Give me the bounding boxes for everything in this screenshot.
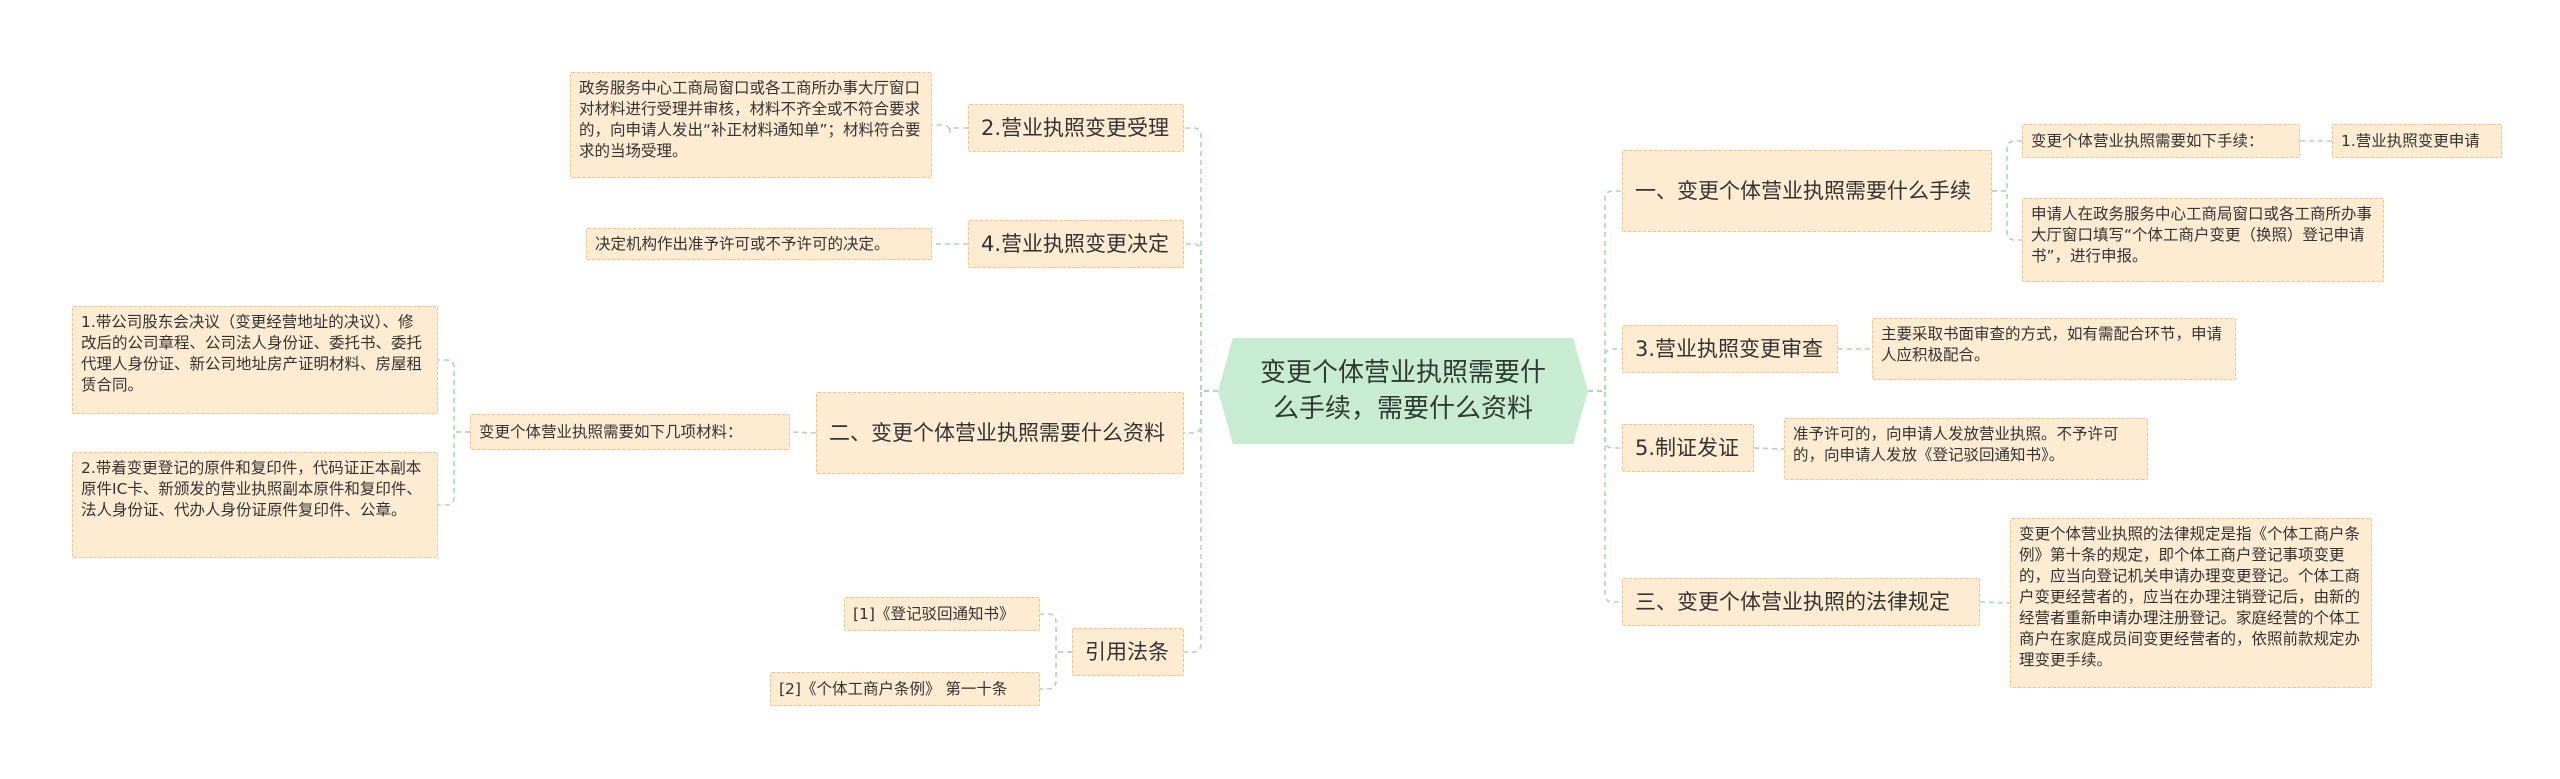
- link-issue-0: [1753, 447, 1785, 450]
- materials-intro: 变更个体营业执照需要如下几项材料：: [470, 414, 790, 450]
- link-root-left-1: [1184, 243, 1218, 392]
- link-materials-items-0: [438, 359, 470, 433]
- decide-detail-text: 决定机构作出准予许可或不予许可的决定。: [595, 235, 890, 253]
- root-title: 变更个体营业执照需要什么手续，需要什么资料: [1259, 358, 1546, 424]
- procedure-intro-text: 变更个体营业执照需要如下手续：: [2031, 132, 2264, 150]
- topic-references[interactable]: 引用法条: [1072, 628, 1184, 676]
- link-root-right-0: [1588, 190, 1622, 392]
- reference-2-text: [2]《个体工商户条例》 第一十条: [779, 680, 1008, 698]
- link-law-0: [1979, 601, 2011, 604]
- accept-detail: 政务服务中心工商局窗口或各工商所办事大厅窗口对材料进行受理并审核，材料不齐全或不…: [570, 72, 932, 178]
- link-materials-items-1: [438, 431, 470, 506]
- topic-issue[interactable]: 5.制证发证: [1622, 424, 1754, 472]
- link-refs-0: [1040, 613, 1072, 653]
- issue-detail-text: 准予许可的，向申请人发放营业执照。不予许可的，向申请人发放《登记驳回通知书》。: [1793, 425, 2119, 464]
- link-root-right-2: [1588, 390, 1622, 449]
- topic-issue-label: 5.制证发证: [1635, 436, 1740, 460]
- root-topic[interactable]: 变更个体营业执照需要什么手续，需要什么资料: [1218, 338, 1588, 444]
- procedure-detail: 申请人在政务服务中心工商局窗口或各工商所办事大厅窗口填写“个体工商户变更（换照）…: [2022, 198, 2384, 282]
- materials-item-2-text: 2.带着变更登记的原件和复印件，代码证正本副本原件IC卡、新颁发的营业执照副本原…: [81, 459, 422, 519]
- link-root-left-2: [1184, 390, 1218, 434]
- topic-review[interactable]: 3.营业执照变更审查: [1622, 325, 1838, 373]
- topic-materials-label: 二、变更个体营业执照需要什么资料: [829, 421, 1165, 445]
- link-accept-0: [932, 124, 968, 134]
- law-detail-text: 变更个体营业执照的法律规定是指《个体工商户条例》第十条的规定，即个体工商户登记事…: [2019, 525, 2361, 669]
- link-root-left-3: [1184, 390, 1218, 653]
- link-root-right-3: [1588, 390, 1622, 603]
- link-root-left-0: [1184, 127, 1218, 392]
- topic-accept[interactable]: 2.营业执照变更受理: [968, 104, 1184, 152]
- reference-2[interactable]: [2]《个体工商户条例》 第一十条: [770, 672, 1040, 706]
- link-root-right-1: [1588, 348, 1622, 392]
- topic-procedure-label: 一、变更个体营业执照需要什么手续: [1635, 179, 1971, 203]
- topic-procedure[interactable]: 一、变更个体营业执照需要什么手续: [1622, 150, 1992, 232]
- reference-1-text: [1]《登记驳回通知书》: [853, 605, 1015, 623]
- law-detail: 变更个体营业执照的法律规定是指《个体工商户条例》第十条的规定，即个体工商户登记事…: [2010, 518, 2372, 688]
- accept-detail-text: 政务服务中心工商局窗口或各工商所办事大厅窗口对材料进行受理并审核，材料不齐全或不…: [579, 79, 921, 160]
- procedure-detail-text: 申请人在政务服务中心工商局窗口或各工商所办事大厅窗口填写“个体工商户变更（换照）…: [2031, 205, 2373, 265]
- topic-decide-label: 4.营业执照变更决定: [981, 232, 1170, 256]
- issue-detail: 准予许可的，向申请人发放营业执照。不予许可的，向申请人发放《登记驳回通知书》。: [1784, 418, 2148, 480]
- topic-materials[interactable]: 二、变更个体营业执照需要什么资料: [816, 392, 1184, 474]
- topic-law-label: 三、变更个体营业执照的法律规定: [1635, 590, 1950, 614]
- link-procedure-0: [1992, 140, 2022, 192]
- procedure-step-1: 1.营业执照变更申请: [2332, 124, 2502, 158]
- topic-references-label: 引用法条: [1085, 640, 1169, 664]
- topic-accept-label: 2.营业执照变更受理: [981, 116, 1170, 140]
- link-procedure-1: [1992, 190, 2022, 241]
- topic-law[interactable]: 三、变更个体营业执照的法律规定: [1622, 578, 1980, 626]
- topic-review-label: 3.营业执照变更审查: [1635, 337, 1824, 361]
- materials-item-2: 2.带着变更登记的原件和复印件，代码证正本副本原件IC卡、新颁发的营业执照副本原…: [72, 452, 438, 558]
- link-materials-0: [789, 431, 817, 434]
- procedure-intro: 变更个体营业执照需要如下手续：: [2022, 124, 2300, 158]
- review-detail-text: 主要采取书面审查的方式，如有需配合环节，申请人应积极配合。: [1881, 325, 2223, 364]
- procedure-step-1-text: 1.营业执照变更申请: [2341, 132, 2480, 150]
- decide-detail: 决定机构作出准予许可或不予许可的决定。: [586, 228, 932, 260]
- materials-item-1: 1.带公司股东会决议（变更经营地址的决议）、修改后的公司章程、公司法人身份证、委…: [72, 306, 438, 414]
- materials-item-1-text: 1.带公司股东会决议（变更经营地址的决议）、修改后的公司章程、公司法人身份证、委…: [81, 313, 423, 394]
- reference-1[interactable]: [1]《登记驳回通知书》: [844, 597, 1040, 631]
- review-detail: 主要采取书面审查的方式，如有需配合环节，申请人应积极配合。: [1872, 318, 2236, 380]
- materials-intro-text: 变更个体营业执照需要如下几项材料：: [479, 423, 743, 441]
- link-refs-1: [1040, 651, 1072, 690]
- topic-decide[interactable]: 4.营业执照变更决定: [968, 220, 1184, 268]
